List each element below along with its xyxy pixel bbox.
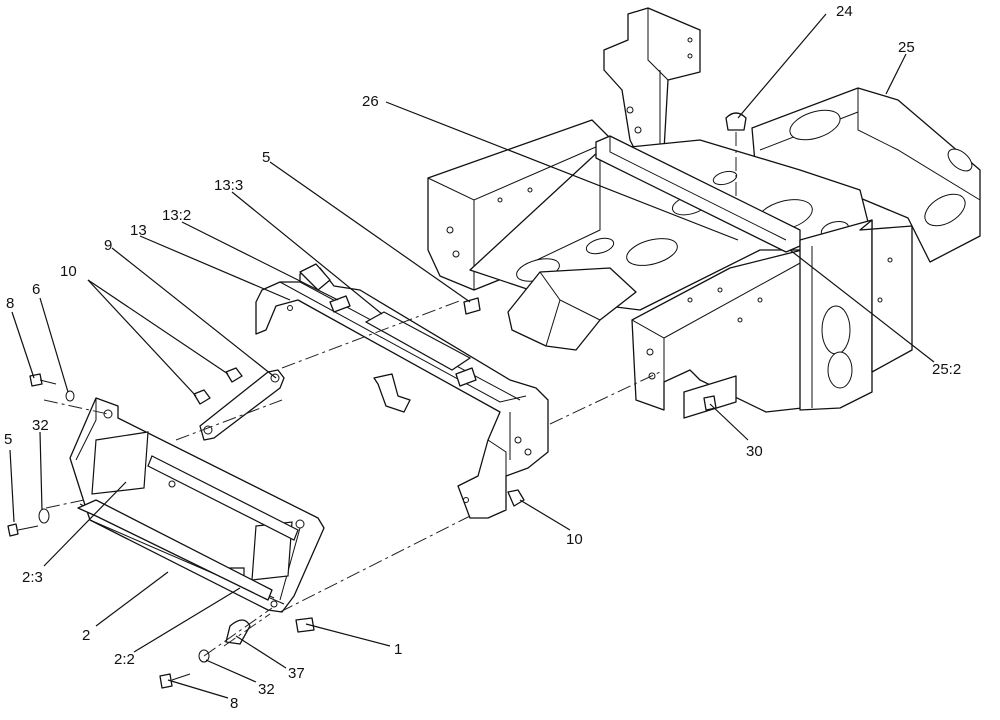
callout-8-top: 8 <box>6 295 14 312</box>
callout-2-2: 2:2 <box>114 651 135 668</box>
callout-1: 1 <box>394 641 402 658</box>
callout-13-3: 13:3 <box>214 177 243 194</box>
arm <box>199 369 285 441</box>
callout-37: 37 <box>288 665 305 682</box>
callout-10-left: 10 <box>60 263 77 280</box>
callout-9: 9 <box>104 237 112 254</box>
callout-30: 30 <box>746 443 763 460</box>
callout-24: 24 <box>836 3 853 20</box>
callout-13-2: 13:2 <box>162 207 191 224</box>
callout-6: 6 <box>32 281 40 298</box>
callout-5-left: 5 <box>4 431 12 448</box>
fasteners <box>7 112 747 689</box>
bumper-bracket <box>255 263 549 519</box>
callout-25-2: 25:2 <box>932 361 961 378</box>
callout-25: 25 <box>898 39 915 56</box>
callout-2: 2 <box>82 627 90 644</box>
callout-5-top: 5 <box>262 149 270 166</box>
callout-13: 13 <box>130 222 147 239</box>
callout-labels: 24 25 26 5 13:3 13:2 13 9 10 8 6 32 5 25… <box>4 3 961 712</box>
callout-8-bottom: 8 <box>230 695 238 712</box>
callout-26: 26 <box>362 93 379 110</box>
assembly-lines <box>43 299 661 657</box>
main-frame <box>427 7 981 419</box>
callout-32-left: 32 <box>32 417 49 434</box>
callout-2-3: 2:3 <box>22 569 43 586</box>
callout-32-bottom: 32 <box>258 681 275 698</box>
front-panel <box>69 397 325 613</box>
leader-lines <box>9 13 935 699</box>
callout-10-right: 10 <box>566 531 583 548</box>
